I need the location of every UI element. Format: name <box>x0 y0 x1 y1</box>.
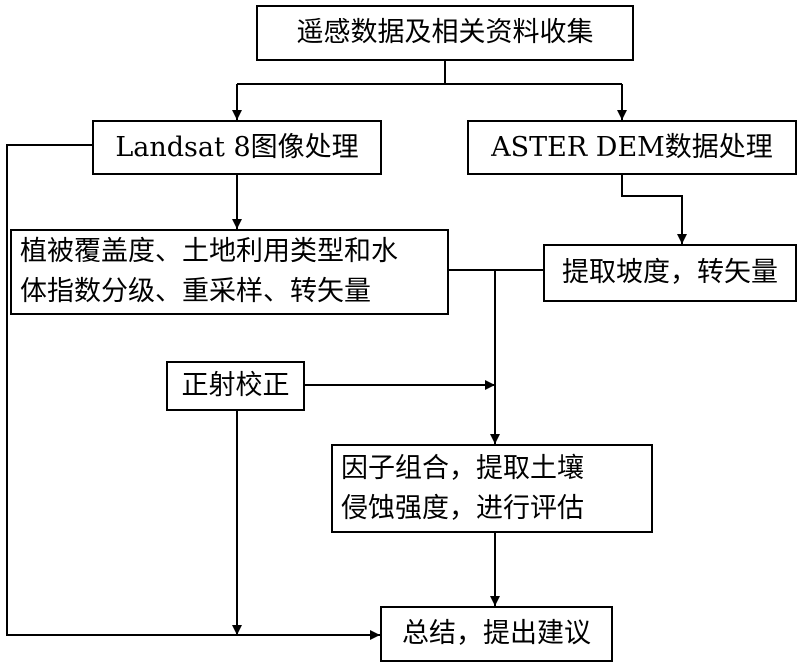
collect-box: 遥感数据及相关资料收集 <box>256 5 634 61</box>
vegetation-line-1: 植被覆盖度、土地利用类型和水 <box>20 236 398 267</box>
slope-line-1: 提取坡度，转矢量 <box>562 257 778 288</box>
factor-box: 因子组合，提取土壤 侵蚀强度，进行评估 <box>331 444 653 533</box>
summary-box: 总结，提出建议 <box>380 606 613 662</box>
arrow-aster-to-slope <box>621 174 687 244</box>
orthorectify-line-1: 正射校正 <box>181 370 290 401</box>
arrow-landsat-bypass-to-summary <box>6 144 380 640</box>
factor-line-1: 因子组合，提取土壤 <box>341 452 584 484</box>
aster-line-1: ASTER DEM数据处理 <box>491 131 773 163</box>
summary-line-1: 总结，提出建议 <box>402 618 591 649</box>
landsat-line-1: Landsat 8图像处理 <box>115 131 359 163</box>
aster-box: ASTER DEM数据处理 <box>467 120 797 175</box>
vegetation-box: 植被覆盖度、土地利用类型和水 体指数分级、重采样、转矢量 <box>10 229 449 315</box>
landsat-box: Landsat 8图像处理 <box>92 120 382 175</box>
vegetation-line-2: 体指数分级、重采样、转矢量 <box>20 276 371 307</box>
slope-box: 提取坡度，转矢量 <box>543 244 797 302</box>
collect-line-1: 遥感数据及相关资料收集 <box>296 17 594 48</box>
orthorectify-box: 正射校正 <box>166 361 305 411</box>
factor-line-2: 侵蚀强度，进行评估 <box>341 492 584 524</box>
